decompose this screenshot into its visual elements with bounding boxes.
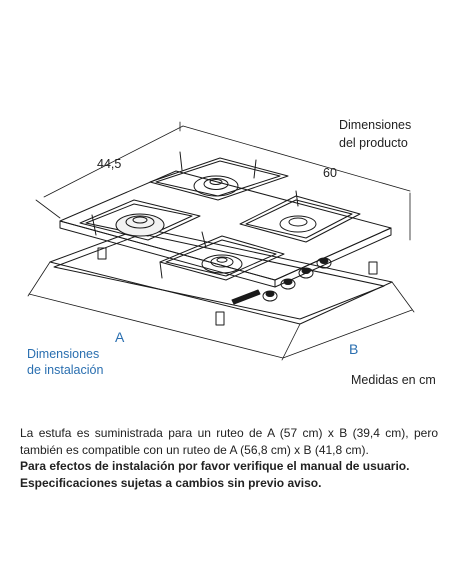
grate-icon xyxy=(159,231,285,281)
gas-burner-icon xyxy=(193,175,239,197)
brand-plate xyxy=(231,289,261,305)
dimension-a-line xyxy=(28,293,284,359)
installation-a-label: A xyxy=(115,329,125,345)
bold-notes: Para efectos de instalación por favor ve… xyxy=(20,458,438,491)
manual-notice: Para efectos de instalación por favor ve… xyxy=(20,459,410,473)
cutout-outline xyxy=(49,227,393,325)
specifications-notice: Especificaciones sujetas a cambios sin p… xyxy=(20,475,322,490)
units-note: Medidas en cm xyxy=(351,373,436,387)
product-dimension-lines xyxy=(35,121,411,241)
cooktop-diagram xyxy=(27,121,415,361)
gas-burner-icon xyxy=(279,215,317,233)
gas-burner-icon xyxy=(201,254,243,274)
width-dimension-label: 60 xyxy=(323,166,337,180)
control-knob-icon[interactable] xyxy=(280,278,296,290)
grate-icon xyxy=(239,190,361,243)
control-knob-icon[interactable] xyxy=(262,290,278,302)
cooktop-feet xyxy=(97,247,378,326)
product-dimensions-line2: del producto xyxy=(339,136,408,150)
installation-dimensions-line1: Dimensiones xyxy=(27,347,100,361)
installation-note-paragraph: La estufa es suministrada para un ruteo … xyxy=(20,426,438,457)
glass-top xyxy=(59,170,392,288)
dimension-width-line xyxy=(182,125,411,192)
product-dimensions-title: Dimensiones del producto xyxy=(339,116,411,152)
control-knob-icon[interactable] xyxy=(298,267,314,279)
dimension-depth-line xyxy=(43,125,184,198)
dimension-b-line xyxy=(282,309,413,359)
installation-dimensions-title: Dimensiones de instalación xyxy=(27,346,103,378)
installation-dimensions-line2: de instalación xyxy=(27,363,104,377)
installation-dimension-lines xyxy=(27,261,415,361)
gas-burner-icon xyxy=(115,213,165,237)
depth-dimension-label: 44,5 xyxy=(97,157,122,171)
product-dimensions-line1: Dimensiones xyxy=(339,118,412,132)
control-knob-icon[interactable] xyxy=(316,257,332,269)
installation-b-label: B xyxy=(349,341,359,357)
